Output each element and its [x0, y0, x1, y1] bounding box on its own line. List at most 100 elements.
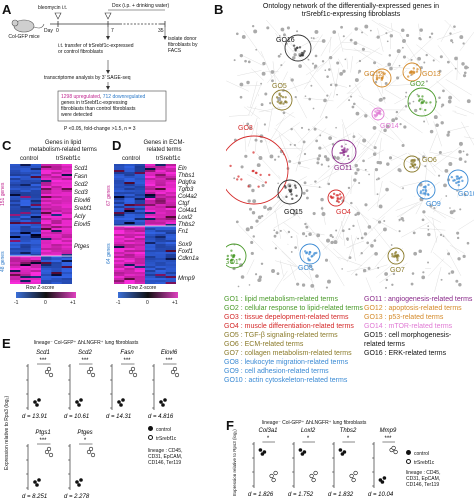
- gene-label: Scd3: [74, 190, 88, 196]
- dotplot-significance: ***: [39, 438, 47, 444]
- gene-label: Fasn: [74, 174, 88, 180]
- cluster-label: GO3: [238, 125, 253, 132]
- heatmap-cell: [30, 208, 42, 211]
- heatmap-cell: [124, 182, 135, 185]
- heatmap-cell: [41, 174, 52, 177]
- heatmap-cell: [61, 164, 72, 167]
- heatmap-cell: [155, 184, 166, 187]
- heatmap-cell: [41, 272, 52, 275]
- heatmap-cell: [51, 204, 62, 207]
- heatmap-cell: [10, 234, 21, 237]
- heatmap-cell: [51, 228, 62, 231]
- heatmap-cell: [165, 254, 176, 257]
- heatmap-cell: [51, 212, 62, 215]
- heatmap-cell: [10, 230, 21, 233]
- heatmap-cell: [10, 264, 21, 267]
- heatmap-cell: [61, 180, 72, 183]
- heatmap-cell: [114, 256, 125, 259]
- dotplot-effect-size: d = 2.278: [64, 494, 90, 500]
- heatmap-cell: [124, 240, 135, 243]
- heatmap-cell: [20, 270, 31, 273]
- heatmap-cell: [10, 198, 21, 201]
- heatmap-cell: [145, 210, 156, 213]
- heatmap-cell: [51, 248, 62, 251]
- heatmap-cell: [51, 262, 62, 265]
- heatmap-cell: [41, 198, 52, 201]
- heatmap-cell: [20, 214, 31, 217]
- heatmap-cell: [41, 252, 52, 255]
- heatmap-cell: [30, 170, 42, 173]
- control-point: [117, 400, 121, 404]
- heatmap-cell: [61, 176, 72, 179]
- go-legend-item: GO7 : collagen metabolism-related terms: [224, 350, 352, 357]
- heatmap-cell: [155, 260, 166, 263]
- heatmap-cell: [61, 214, 72, 217]
- heatmap-cell: [10, 278, 21, 281]
- cluster-label: GO8: [298, 265, 313, 272]
- panel-b-title: Ontology network of the differentially-e…: [262, 3, 440, 18]
- treat-point: [88, 366, 94, 372]
- upregulated-count: 1298 upregulated: [61, 94, 100, 100]
- heatmap-cell: [51, 222, 62, 225]
- heatmap-cell: [61, 266, 72, 269]
- heatmap-cell: [145, 232, 156, 235]
- go-legend-item: GO11 : angiogenesis-related terms: [364, 296, 473, 303]
- heatmap-cell: [41, 220, 52, 223]
- heatmap-cell: [61, 238, 72, 241]
- heatmap-cell: [30, 248, 42, 251]
- day35-label: 35: [158, 28, 164, 34]
- heatmap-cell: [41, 256, 52, 259]
- heatmap-cell: [124, 178, 135, 181]
- dotplot-gene: Loxl2: [301, 428, 316, 434]
- heatmap-cell: [10, 188, 21, 191]
- heatmap-cell: [51, 172, 62, 175]
- treat-point: [170, 369, 176, 375]
- heatmap-cell: [20, 168, 31, 171]
- heatmap-cell: [145, 194, 156, 197]
- heatmap-cell: [61, 168, 72, 171]
- heatmap-cell: [134, 204, 146, 207]
- heatmap-cell: [145, 186, 156, 189]
- heatmap-cell: [41, 270, 52, 273]
- heatmap-cell: [145, 248, 156, 251]
- heatmap-cell: [165, 204, 176, 207]
- heatmap-cell: [155, 194, 166, 197]
- heatmap-cell: [124, 242, 135, 245]
- heatmap-cell: [51, 202, 62, 205]
- dotplot-ptges: Ptges*d = 2.278: [64, 430, 96, 500]
- heatmap-cell: [124, 238, 135, 241]
- heatmap-cell: [61, 278, 72, 281]
- heatmap-cell: [10, 172, 21, 175]
- heatmap-cell: [114, 266, 125, 269]
- heatmap-cell: [165, 210, 176, 213]
- heatmap-cell: [51, 190, 62, 193]
- heatmap-cell: [165, 176, 176, 179]
- heatmap-cell: [155, 268, 166, 271]
- heatmap-cell: [61, 184, 72, 187]
- heatmap-cell: [20, 240, 31, 243]
- heatmap-cell: [61, 206, 72, 209]
- treat-dot-icon: [148, 435, 153, 440]
- dotplot-fasn: Fasn***d = 14.31: [106, 350, 138, 420]
- heatmap-cell: [41, 204, 52, 207]
- stats-label: P <0.05, fold-change >1.5, n = 3: [64, 126, 136, 132]
- panel-f-ylabel: Expression relative to Rps3 (log₂): [232, 429, 237, 496]
- heatmap-cell: [145, 260, 156, 263]
- heatmap-cell: [114, 228, 125, 231]
- heatmap-cell: [165, 196, 176, 199]
- heatmap-cell: [20, 180, 31, 183]
- heatmap-cell: [114, 194, 125, 197]
- dotplot-effect-size: d = 14.31: [106, 414, 131, 420]
- heatmap-cell: [41, 242, 52, 245]
- heatmap-cell: [41, 164, 52, 167]
- heatmap-cell: [165, 174, 176, 177]
- heatmap-cell: [30, 278, 42, 281]
- dotplot-significance: ***: [123, 358, 131, 364]
- heatmap-cell: [20, 206, 31, 209]
- heatmap-cell: [155, 222, 166, 225]
- heatmap-cell: [20, 202, 31, 205]
- heatmap-cell: [114, 278, 125, 281]
- heatmap-cell: [134, 234, 146, 237]
- control-point: [35, 483, 39, 487]
- heatmap-cell: [134, 272, 146, 275]
